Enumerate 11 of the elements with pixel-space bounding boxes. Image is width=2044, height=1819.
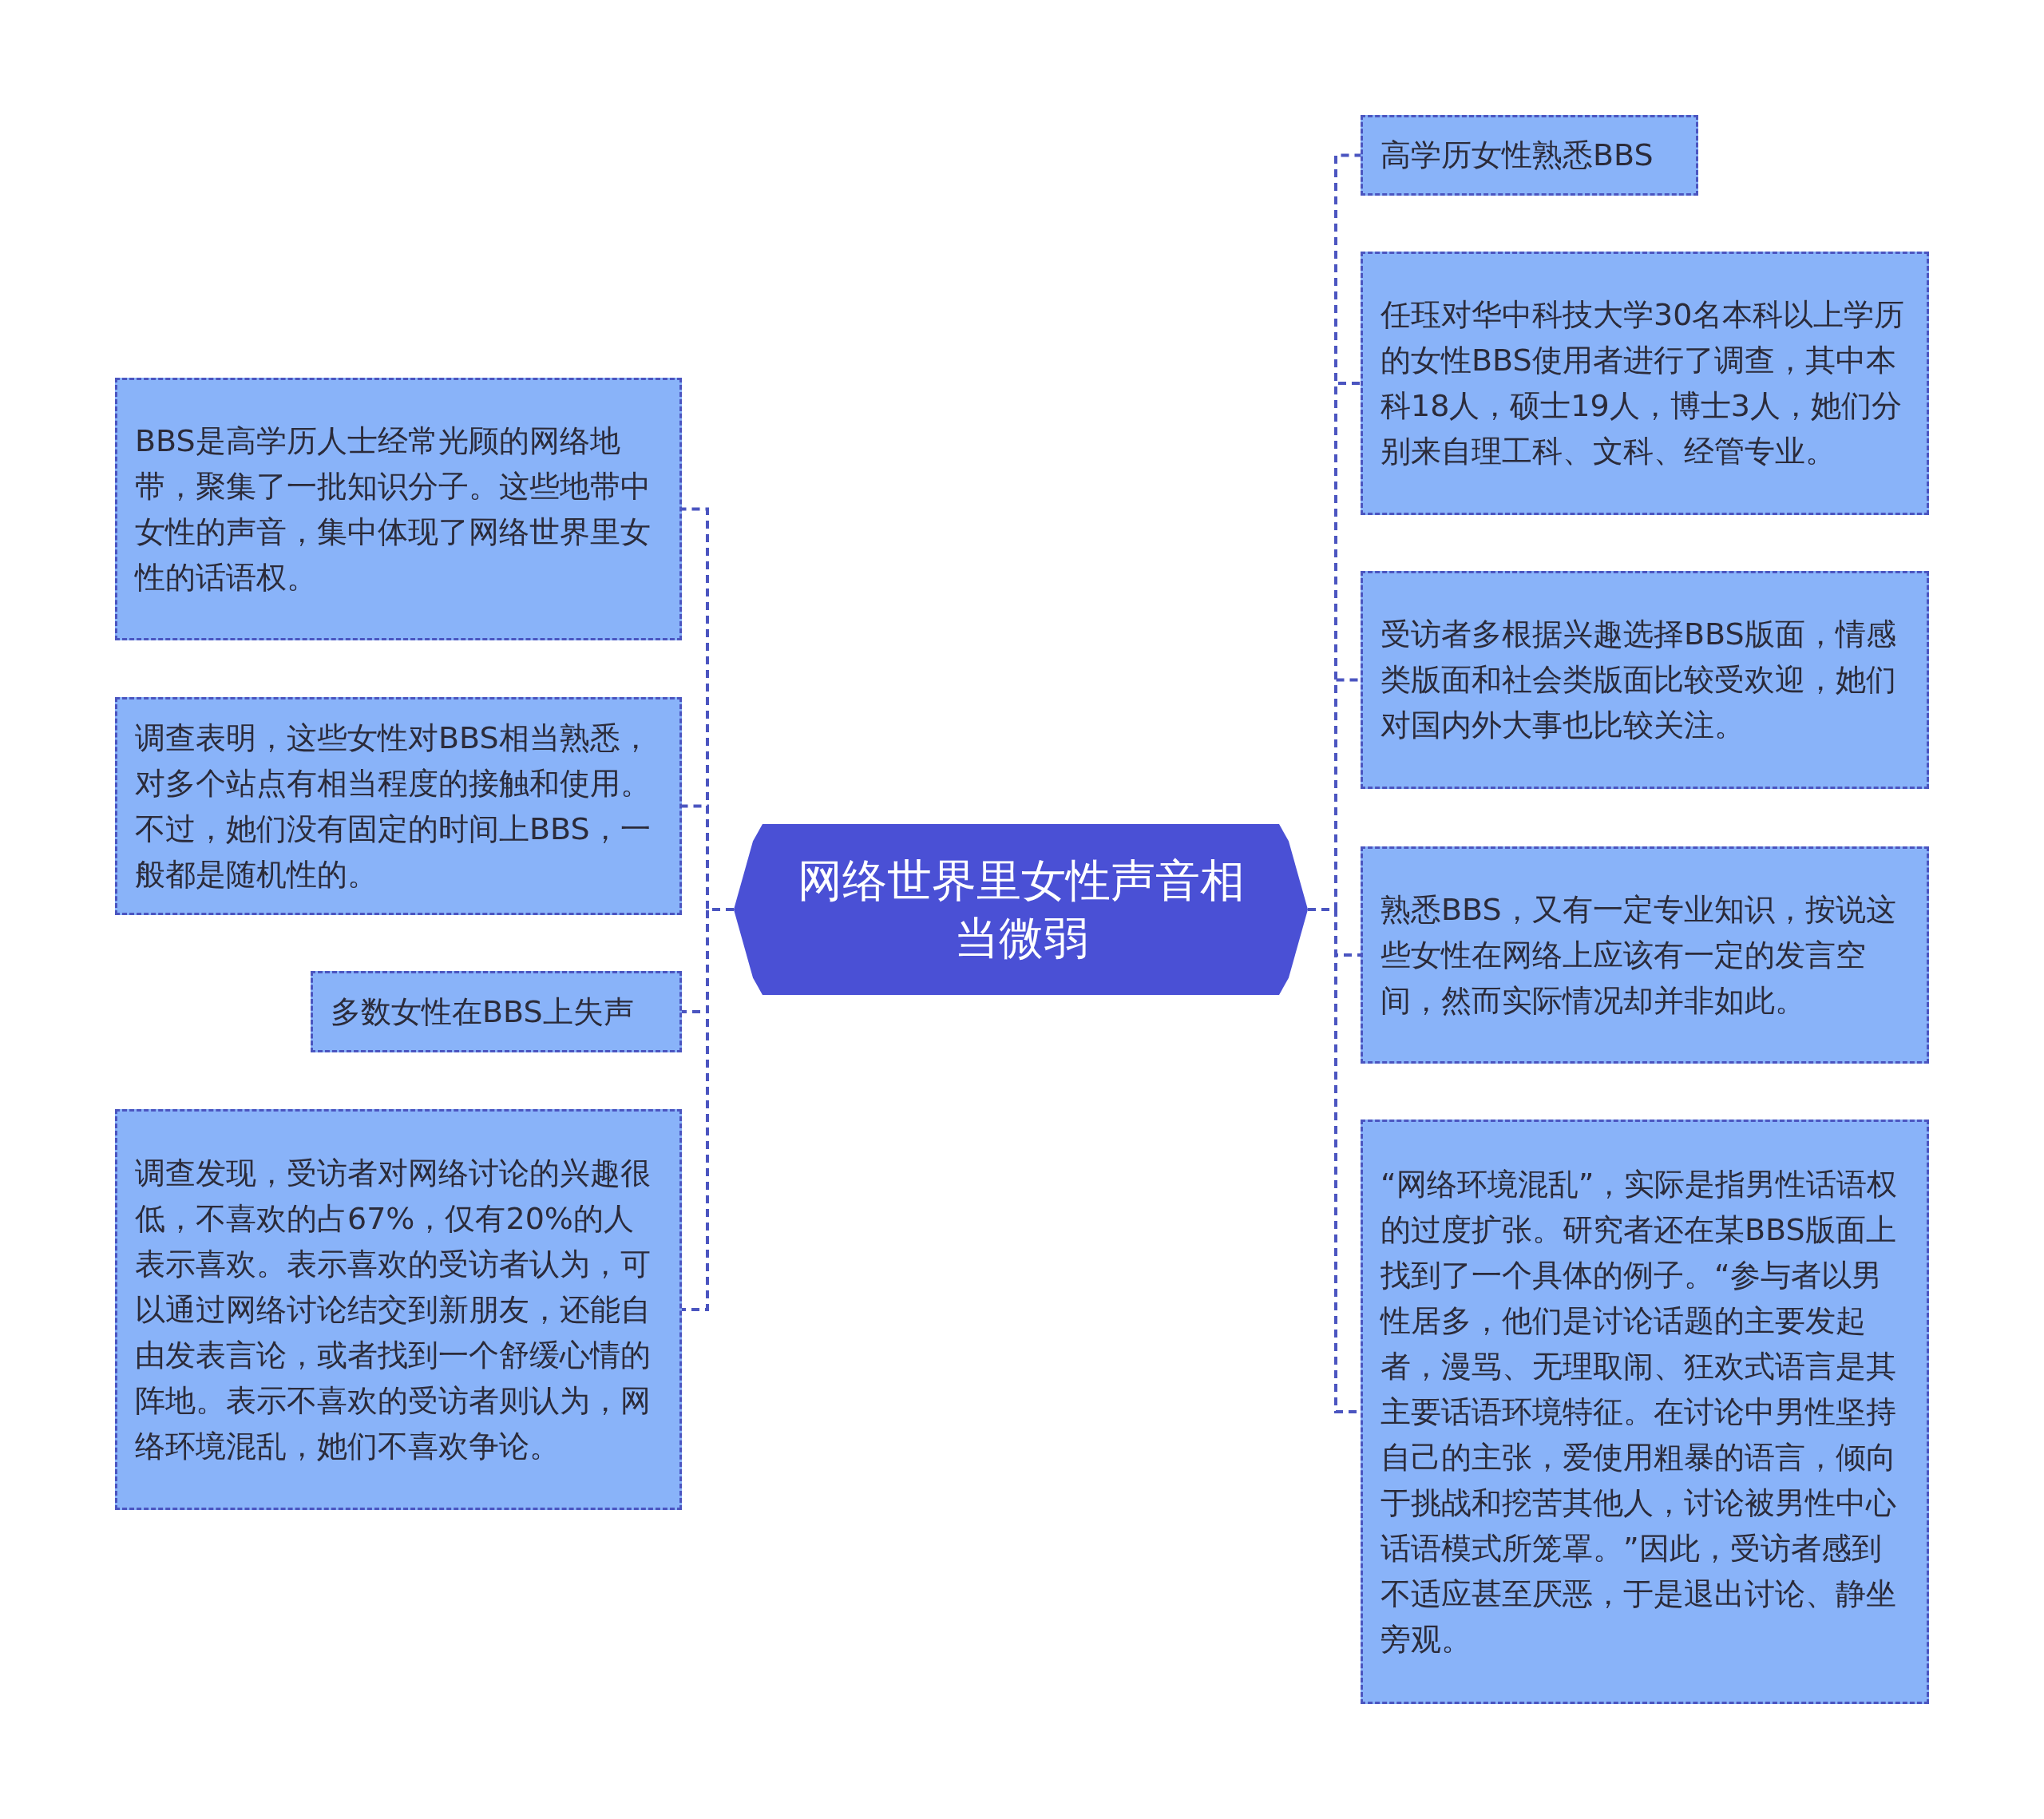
topic-box: 调查表明，这些女性对BBS相当熟悉，对多个站点有相当程度的接触和使用。不过，她们没有固定的时间上BBS，一般都是随机性的。	[115, 697, 682, 915]
topic-box: 多数女性在BBS上失声	[311, 971, 682, 1052]
topic-box: “网络环境混乱”，实际是指男性话语权的过度扩张。研究者还在某BBS版面上找到了一个具体的例子。“参与者以男性居多，他们是讨论话题的主要发起者，漫骂、无理取闹、狂欢式语言是其主要话语环境特征。在讨论中男性坚持自己的主张，爱使用粗暴的语言，倾向于挑战和挖苦其他人，讨论被男性中心话语模式所笼罩。”因此，受访者感到不适应甚至厌恶，于是退出讨论、静坐旁观。	[1361, 1120, 1929, 1704]
topic-hexagon: 网络世界里女性声音相当微弱	[734, 824, 1308, 995]
topic-box: 高学历女性熟悉BBS	[1361, 115, 1698, 196]
topic-box: 调查发现，受访者对网络讨论的兴趣很低，不喜欢的占67%，仅有20%的人表示喜欢。表示喜欢的受访者认为，可以通过网络讨论结交到新朋友，还能自由发表言论，或者找到一个舒缓心情的阵地。表示不喜欢的受访者则认为，网络环境混乱，她们不喜欢争论。	[115, 1109, 682, 1510]
connector-line	[682, 908, 734, 1311]
topic-box: 受访者多根据兴趣选择BBS版面，情感类版面和社会类版面比较受欢迎，她们对国内外大事也比较关注。	[1361, 571, 1929, 789]
topic-box: 熟悉BBS，又有一定专业知识，按说这些女性在网络上应该有一定的发言空间，然而实际情况却并非如此。	[1361, 846, 1929, 1064]
topic-box: 任珏对华中科技大学30名本科以上学历的女性BBS使用者进行了调查，其中本科18人，硕士19人，博士3人，她们分别来自理工科、文科、经管专业。	[1361, 252, 1929, 515]
topic-box: BBS是高学历人士经常光顾的网络地带，聚集了一批知识分子。这些地带中女性的声音，集中体现了网络世界里女性的话语权。	[115, 378, 682, 640]
